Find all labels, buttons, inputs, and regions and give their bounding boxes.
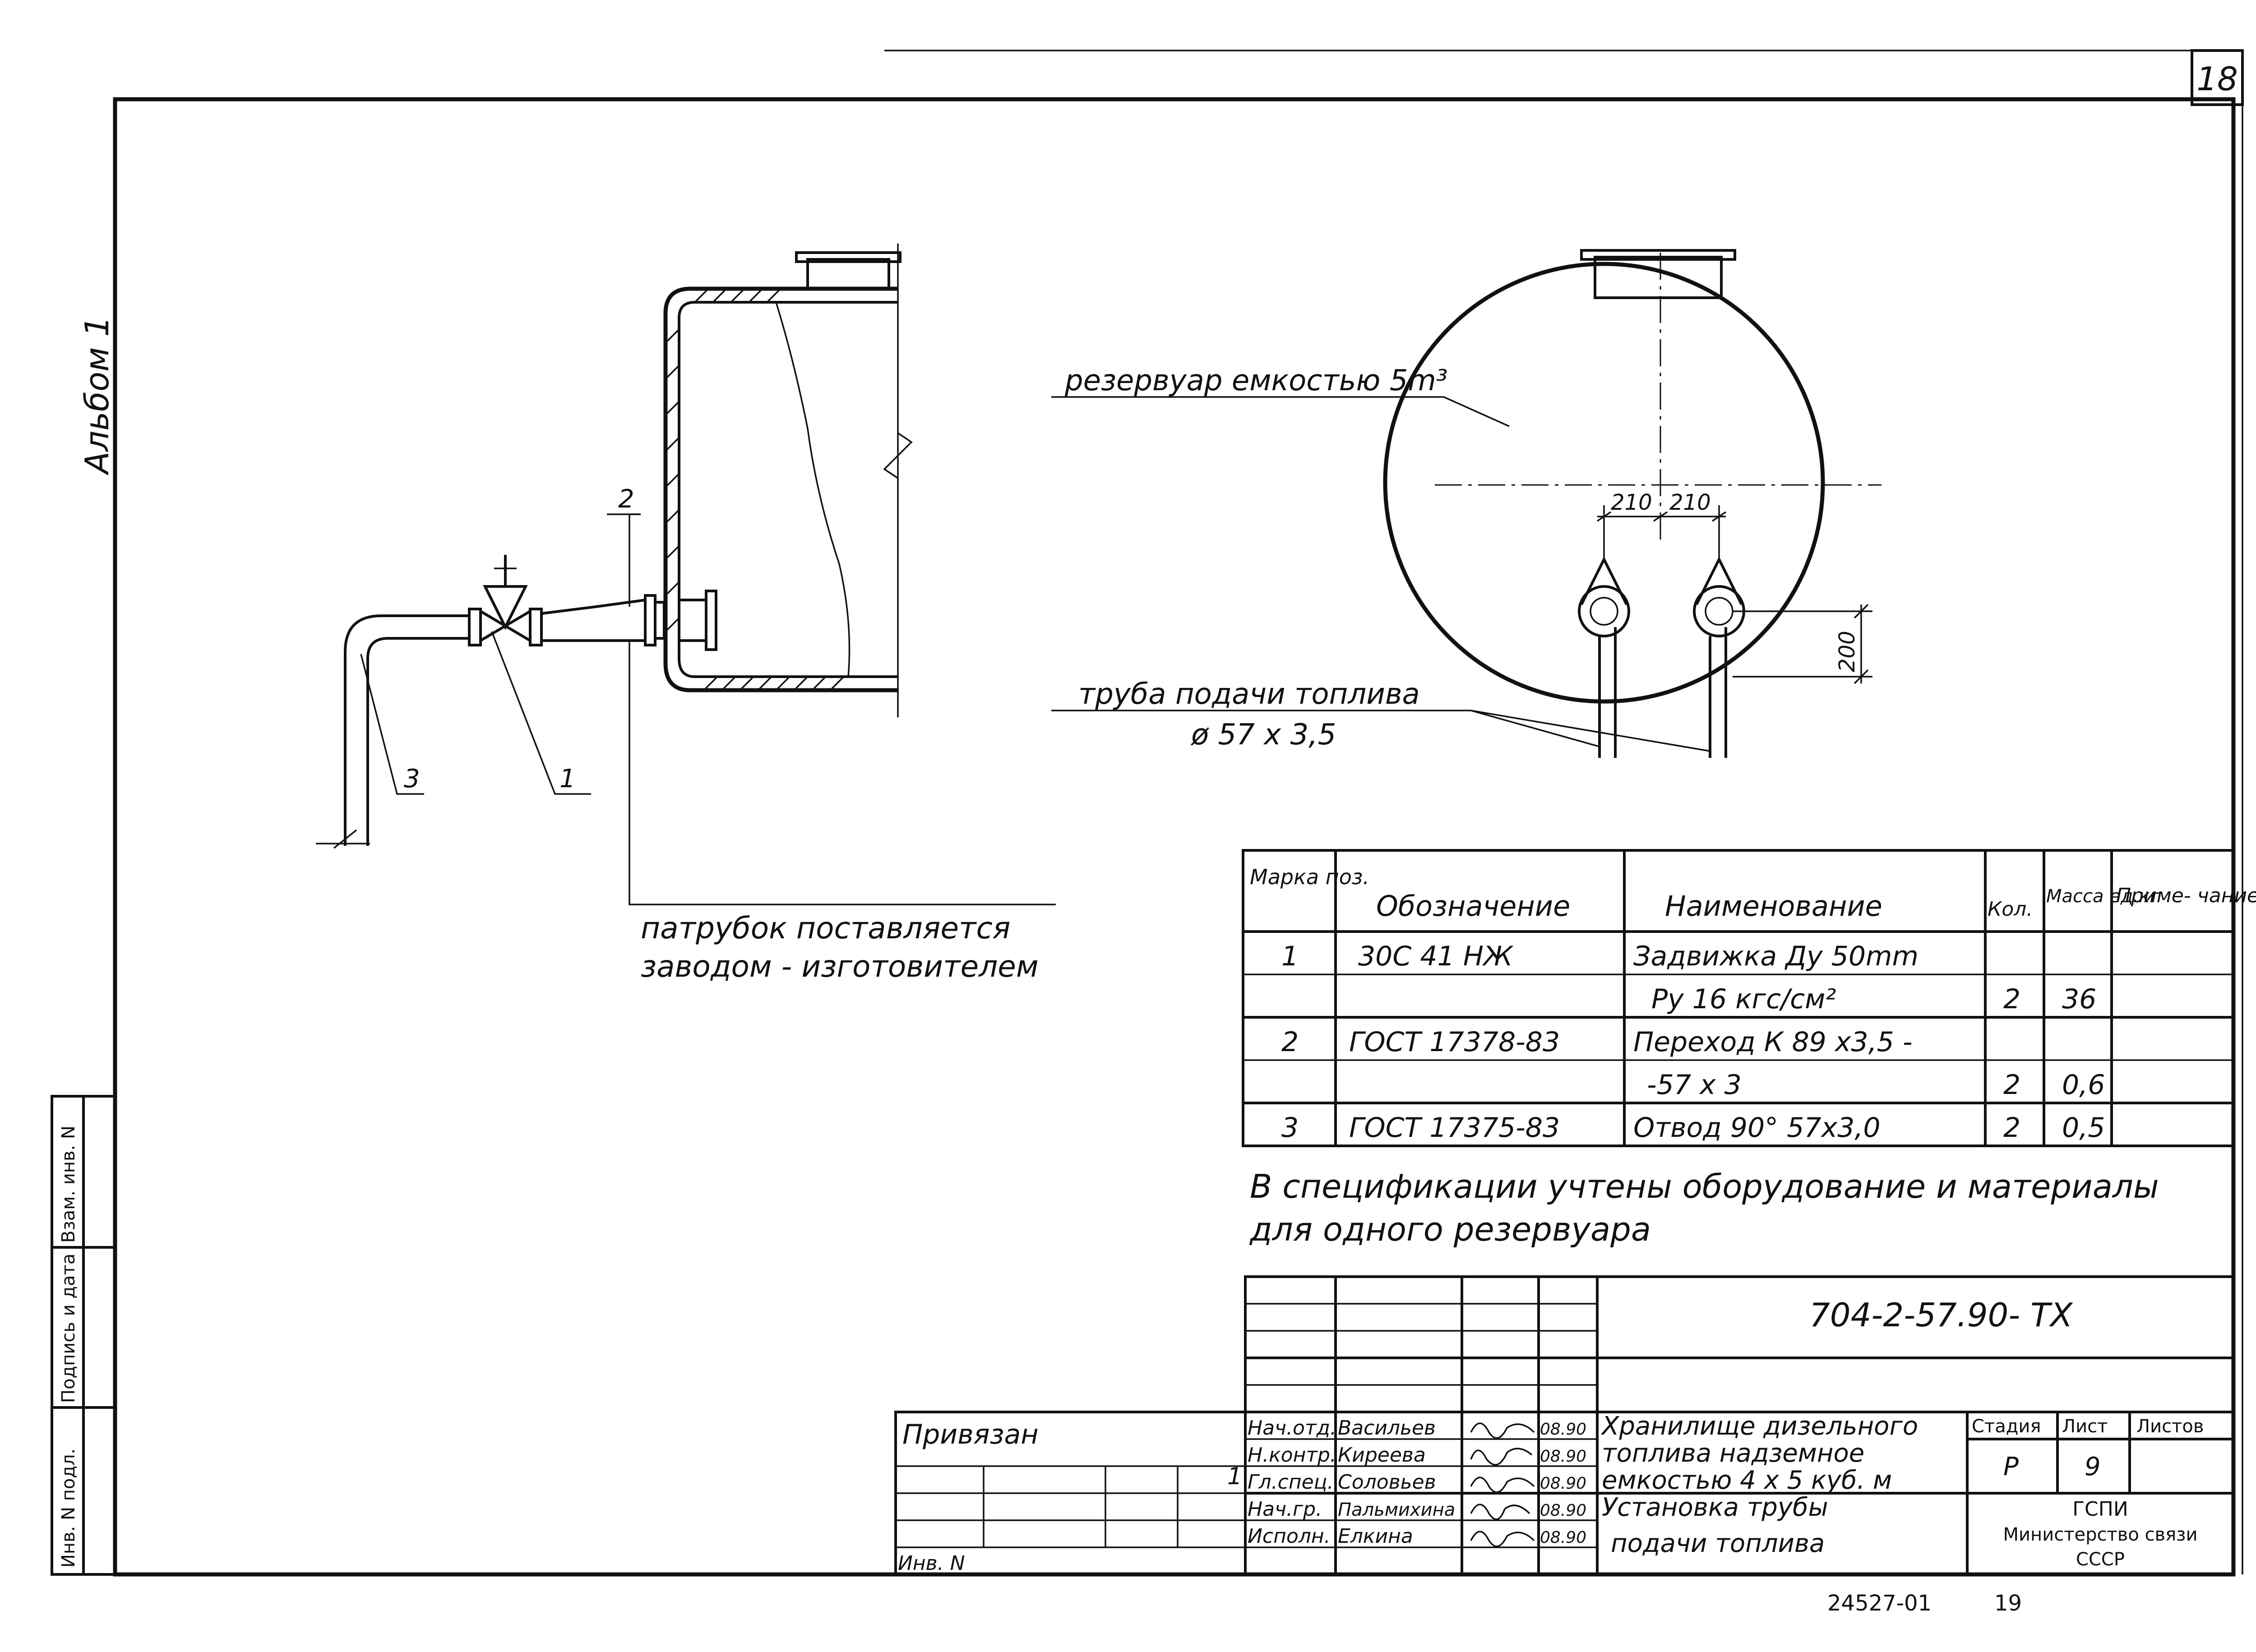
sheet-name-2: подачи топлива [1611,1529,1825,1558]
spec-row-2-designation: ГОСТ 17378-83 [1349,1026,1560,1058]
title-block: Привязан Инв. N 1 Нач.отд. Васильев 08.9… [894,1275,2235,1576]
spec-header-qty: Кол. [1988,898,2033,921]
spec-note-line-2: для одного резервуара [1249,1210,1651,1248]
role-1: Нач.отд. [1248,1417,1336,1440]
role-1-name: Васильев [1338,1417,1436,1440]
stamp-inv-podl: Инв. N подл. [58,1449,79,1568]
wall-hatch [665,288,845,691]
spec-row-2b-mass: 0,6 [2062,1069,2105,1101]
spec-note-line-1: В спецификации учтены оборудование и мат… [1250,1167,2159,1205]
archive-page: 19 [1994,1591,2022,1616]
project-line-1: Хранилище дизельного [1600,1412,1918,1441]
spec-row-3-mark: 3 [1281,1112,1299,1144]
stamp-podpis-data: Подпись и дата [58,1254,79,1403]
sheet-frame: 18 [113,49,2244,1577]
role-4-name: Пальмихина [1338,1500,1455,1520]
role-4-date: 08.90 [1540,1501,1586,1520]
one-mark: 1 [1227,1463,1242,1490]
dim-210-left: 210 [1611,490,1652,515]
spec-row-3-qty: 2 [2003,1112,2020,1144]
role-4: Нач.гр. [1248,1498,1322,1521]
dim-210-right: 210 [1669,490,1711,515]
list-header: Лист [2062,1416,2108,1437]
end-view: 210 210 200 резервуар емкостью 5m³ труба… [1051,249,1882,758]
privyazan-label: Привязан [902,1419,1039,1450]
side-view: 2 3 1 патрубок поставляется заводом - из… [316,244,1056,984]
archive-code: 24527-01 [1827,1591,1932,1616]
stage-value: Р [2003,1452,2019,1481]
spec-header-name: Наименование [1665,890,1882,923]
project-line-2: топлива надземное [1602,1439,1864,1468]
spec-row-3-name: Отвод 90° 57x3,0 [1633,1112,1881,1144]
spec-row-2b-name: -57 x 3 [1647,1069,1742,1101]
role-2-name: Киреева [1338,1444,1426,1467]
spec-row-3-mass: 0,5 [2062,1112,2105,1144]
role-5-name: Елкина [1338,1525,1413,1548]
pos-2-label: 2 [618,485,634,514]
spec-row-2b-qty: 2 [2003,1069,2020,1101]
album-label: Альбом 1 [78,316,116,475]
role-3: Гл.спец. [1248,1471,1334,1494]
role-2: Н.контр. [1248,1444,1336,1467]
project-line-3: емкостью 4 x 5 куб. м [1602,1466,1892,1495]
role-5: Исполн. [1248,1525,1331,1548]
spec-row-2-name: Переход К 89 x3,5 - [1633,1026,1913,1058]
nozzle-note-2: заводом - изготовителем [641,949,1039,984]
spec-row-1-designation: 30С 41 НЖ [1358,941,1514,972]
role-2-date: 08.90 [1540,1447,1586,1466]
org-line-3: СССР [2076,1549,2125,1570]
spec-row-1b-name: Ру 16 кгс/см² [1651,983,1836,1015]
spec-header-mass: Масса ед.кг [2046,886,2159,907]
org-line-2: Министерство связи [2003,1524,2198,1545]
dim-200: 200 [1835,631,1860,672]
role-5-date: 08.90 [1540,1528,1586,1547]
spec-row-1b-mass: 36 [2062,983,2096,1015]
specification-table: Марка поз. Обозначение Наименование Кол.… [1242,849,2256,1147]
stamp-vzam-inv: Взам. инв. N [58,1126,79,1243]
drawing-code: 704-2-57.90- ТХ [1809,1296,2073,1334]
nozzle-note-1: патрубок поставляется [641,911,1010,946]
pipe-label: труба подачи топлива [1078,678,1420,711]
stage-header: Стадия [1972,1416,2041,1437]
spec-header-mark: Марка поз. [1250,865,1369,889]
org-line-1: ГСПИ [2072,1498,2128,1521]
pipe-size: ø 57 x 3,5 [1191,718,1336,752]
sheet-number: 18 [2196,60,2238,98]
inv-n-label: Инв. N [898,1552,965,1575]
sheet-name-1: Установка трубы [1602,1493,1828,1522]
role-3-name: Соловьев [1338,1471,1436,1494]
spec-row-3-designation: ГОСТ 17375-83 [1349,1112,1560,1144]
spec-row-1-name: Задвижка Ду 50mm [1633,941,1919,972]
pos-1-label: 1 [559,764,576,794]
pos-3-label: 3 [404,764,420,794]
list-value: 9 [2085,1452,2101,1481]
spec-header-note: Приме- чание [2116,884,2256,907]
spec-row-1-mark: 1 [1281,941,1299,972]
role-1-date: 08.90 [1540,1420,1586,1439]
spec-header-designation: Обозначение [1376,890,1570,923]
side-stamp: Взам. инв. N Подпись и дата Инв. N подл. [51,1095,116,1576]
signatures [1470,1422,1535,1547]
tank-label: резервуар емкостью 5m³ [1064,364,1447,397]
spec-row-1b-qty: 2 [2003,983,2020,1015]
role-3-date: 08.90 [1540,1474,1586,1493]
spec-row-2-mark: 2 [1281,1026,1299,1058]
lists-header: Листов [2136,1416,2204,1437]
